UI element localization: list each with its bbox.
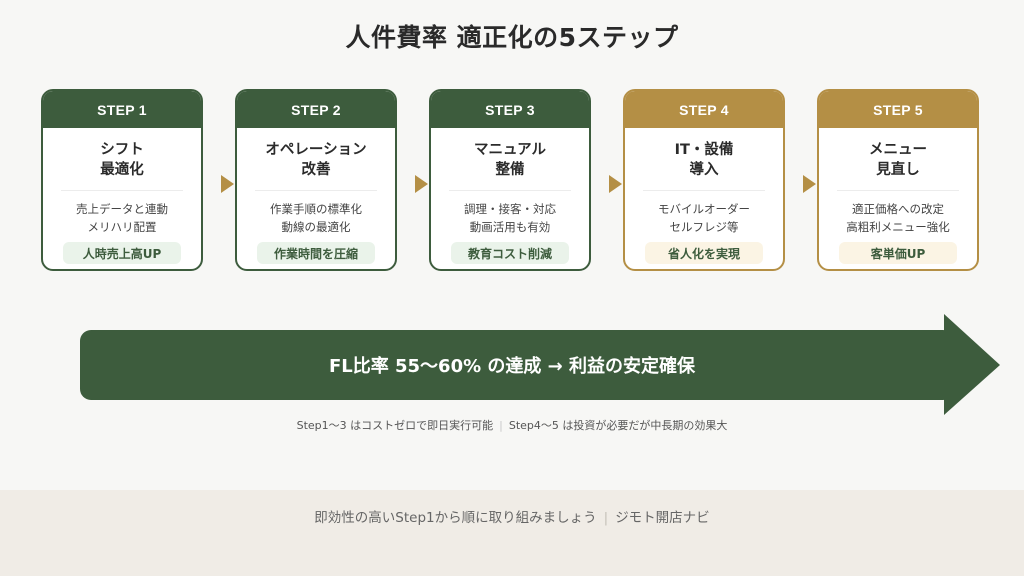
divider: [255, 190, 377, 191]
step-title-line2: 整備: [495, 162, 525, 178]
goal-arrow-head: [944, 314, 1000, 415]
step-title-line1: シフト: [100, 142, 144, 158]
step-arrow-icon: [803, 175, 816, 193]
step-arrow-icon: [221, 175, 234, 193]
step-description: 作業手順の標準化 動線の最適化: [237, 200, 395, 236]
step-card-4: STEP 4 IT・設備 導入 モバイルオーダー セルフレジ等 省人化を実現: [623, 89, 785, 271]
step-title: マニュアル 整備: [431, 140, 589, 180]
step-desc-line1: モバイルオーダー: [658, 202, 750, 216]
step-card-2: STEP 2 オペレーション 改善 作業手順の標準化 動線の最適化 作業時間を圧…: [235, 89, 397, 271]
divider: [61, 190, 183, 191]
step-title: オペレーション 改善: [237, 140, 395, 180]
step-label: STEP 2: [237, 91, 395, 128]
step-title-line2: 見直し: [876, 162, 920, 178]
goal-text: FL比率 55〜60% の達成 → 利益の安定確保: [328, 356, 696, 377]
step-title: メニュー 見直し: [819, 140, 977, 180]
step-description: 適正価格への改定 高粗利メニュー強化: [819, 200, 977, 236]
step-desc-line2: メリハリ配置: [87, 220, 157, 234]
step-card-5: STEP 5 メニュー 見直し 適正価格への改定 高粗利メニュー強化 客単価UP: [817, 89, 979, 271]
footer-separator: |: [603, 510, 609, 526]
step-result-tag: 省人化を実現: [645, 242, 763, 264]
step-title-line2: 導入: [689, 162, 719, 178]
step-label: STEP 4: [625, 91, 783, 128]
step-title: IT・設備 導入: [625, 140, 783, 180]
step-desc-line2: 高粗利メニュー強化: [846, 220, 950, 234]
footer-brand: ジモト開店ナビ: [615, 510, 710, 526]
step-desc-line1: 調理・接客・対応: [464, 202, 556, 216]
goal-arrow-icon: [80, 314, 1000, 415]
step-desc-line2: 動線の最適化: [281, 220, 351, 234]
step-title-line1: マニュアル: [473, 142, 547, 158]
note-right: Step4〜5 は投資が必要だが中長期の効果大: [508, 419, 728, 432]
step-result-tag: 人時売上高UP: [63, 242, 181, 264]
footer: 即効性の高いStep1から順に取り組みましょう | ジモト開店ナビ: [0, 490, 1024, 576]
step-arrow-icon: [415, 175, 428, 193]
step-label: STEP 5: [819, 91, 977, 128]
footer-text: 即効性の高いStep1から順に取り組みましょう | ジモト開店ナビ: [0, 506, 1024, 526]
step-label: STEP 3: [431, 91, 589, 128]
step-card-1: STEP 1 シフト 最適化 売上データと連動 メリハリ配置 人時売上高UP: [41, 89, 203, 271]
footer-message: 即効性の高いStep1から順に取り組みましょう: [314, 510, 597, 526]
step-description: 売上データと連動 メリハリ配置: [43, 200, 201, 236]
step-description: 調理・接客・対応 動画活用も有効: [431, 200, 589, 236]
goal-arrow-body: [80, 330, 954, 400]
step-desc-line1: 作業手順の標準化: [270, 202, 362, 216]
step-title-line1: メニュー: [869, 142, 927, 158]
note-left: Step1〜3 はコストゼロで即日実行可能: [296, 419, 494, 432]
divider: [449, 190, 571, 191]
step-title-line1: IT・設備: [674, 142, 734, 158]
note-separator: |: [499, 419, 503, 432]
step-result-tag: 作業時間を圧縮: [257, 242, 375, 264]
divider: [643, 190, 765, 191]
step-title-line2: 改善: [301, 162, 331, 178]
step-desc-line2: セルフレジ等: [669, 220, 739, 234]
step-desc-line1: 適正価格への改定: [852, 202, 944, 216]
step-description: モバイルオーダー セルフレジ等: [625, 200, 783, 236]
step-title-line1: オペレーション: [265, 142, 367, 158]
step-result-tag: 教育コスト削減: [451, 242, 569, 264]
page-title: 人件費率 適正化の5ステップ: [345, 23, 679, 52]
step-arrow-icon: [609, 175, 622, 193]
step-desc-line2: 動画活用も有効: [469, 220, 551, 234]
step-desc-line1: 売上データと連動: [76, 202, 168, 216]
step-title-line2: 最適化: [100, 162, 144, 178]
note: Step1〜3 はコストゼロで即日実行可能 | Step4〜5 は投資が必要だが中長…: [0, 417, 1024, 433]
step-result-tag: 客単価UP: [839, 242, 957, 264]
step-card-3: STEP 3 マニュアル 整備 調理・接客・対応 動画活用も有効 教育コスト削減: [429, 89, 591, 271]
step-label: STEP 1: [43, 91, 201, 128]
step-title: シフト 最適化: [43, 140, 201, 180]
divider: [837, 190, 959, 191]
